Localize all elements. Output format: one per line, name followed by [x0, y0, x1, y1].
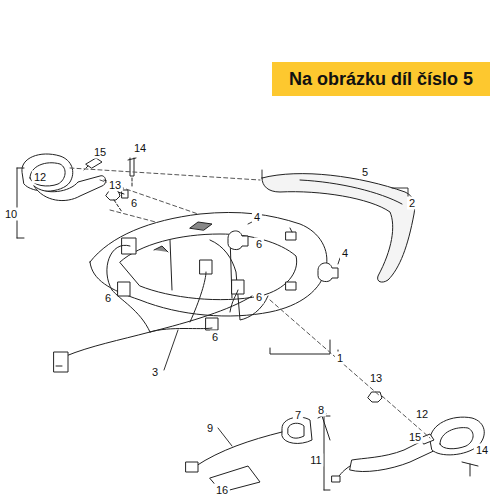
- callout-number: 10: [3, 208, 19, 221]
- callout-number: 11: [308, 454, 323, 467]
- callout-number: 14: [132, 142, 148, 155]
- callout-number: 6: [103, 292, 113, 305]
- callout-number: 15: [92, 146, 108, 159]
- callout-number: 12: [32, 171, 48, 184]
- group-bracket: [17, 168, 24, 238]
- callout-number: 13: [107, 179, 123, 192]
- wire: [196, 432, 282, 466]
- title-banner: Na obrázku díl číslo 5: [272, 62, 490, 96]
- nut: [106, 190, 120, 200]
- callout-number: 9: [205, 422, 215, 435]
- callout-number: 4: [252, 211, 262, 224]
- wiring-harness: [54, 245, 252, 372]
- group-bracket: [324, 416, 330, 490]
- group-bracket: [270, 340, 338, 354]
- callout-number: 12: [414, 408, 430, 421]
- callout-number: 5: [360, 166, 370, 179]
- turn-indicator: [332, 417, 484, 482]
- bulb: [228, 228, 338, 290]
- callout-number: 6: [210, 331, 220, 344]
- callout-number: 6: [254, 291, 264, 304]
- nut: [368, 392, 382, 402]
- plate-light: [282, 414, 330, 443]
- callout-number: 16: [214, 484, 230, 497]
- callout-number: 13: [368, 372, 384, 385]
- callout-number: 8: [316, 404, 326, 417]
- callout-number: 2: [407, 197, 417, 210]
- callout-number: 3: [150, 366, 160, 379]
- screw: [128, 158, 136, 176]
- tail-housing: [90, 212, 327, 330]
- title-text: Na obrázku díl číslo 5: [289, 69, 473, 90]
- callout-number: 6: [129, 197, 139, 210]
- callout-number: 6: [254, 238, 264, 251]
- callout-number: 7: [293, 409, 303, 422]
- callout-number: 15: [407, 431, 423, 444]
- callout-number: 4: [340, 247, 350, 260]
- callout-number: 14: [474, 444, 490, 457]
- callout-number: 1: [335, 352, 345, 365]
- connector: [186, 462, 198, 472]
- turn-indicator: [22, 154, 128, 201]
